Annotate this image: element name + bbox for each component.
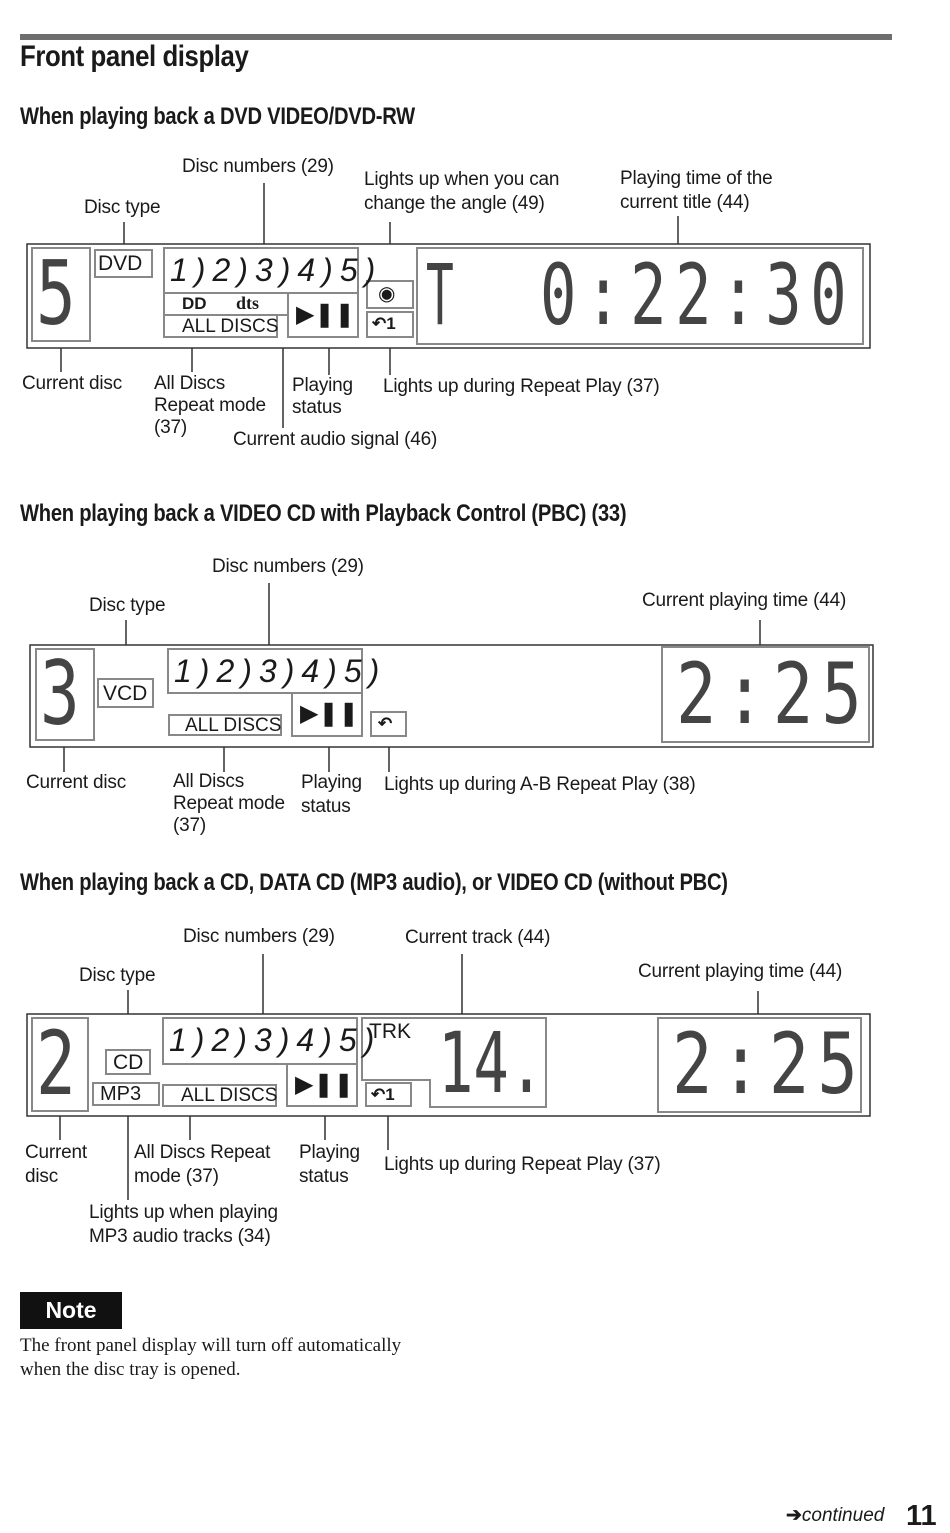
arrow-right-icon: ➔ xyxy=(786,1505,802,1526)
vcd-current-disc-digit: 3 xyxy=(40,642,80,745)
cd-all-discs-repeat-label: All Discs Repeat mode (37) xyxy=(134,1142,271,1187)
disc-number-4: 4 xyxy=(297,252,319,288)
cd-disc-type: CD xyxy=(113,1051,144,1074)
repeat-one-icon: ↶1 xyxy=(372,314,396,333)
cd-disc-type-label: Disc type xyxy=(79,965,156,986)
play-pause-icon: ▶❚❚ xyxy=(300,700,359,727)
top-rule xyxy=(20,34,892,40)
dvd-section-heading: When playing back a DVD VIDEO/DVD-RW xyxy=(20,103,415,130)
dolby-digital-icon: DD xyxy=(182,294,207,313)
disc-number-5: 5 xyxy=(343,653,365,689)
cd-front-panel xyxy=(26,954,871,1200)
cd-current-playing-time-label: Current playing time (44) xyxy=(638,961,843,982)
cd-disc-numbers: 1) 2) 3) 4) 5) xyxy=(169,1022,378,1058)
disc-number-5: 5 xyxy=(339,252,361,288)
dvd-current-disc-label: Current disc xyxy=(22,373,123,394)
disc-number-4: 4 xyxy=(296,1022,318,1058)
vcd-current-disc-label: Current disc xyxy=(26,772,127,793)
dvd-audio-signal-label: Current audio signal (46) xyxy=(233,429,438,450)
trk-indicator: TRK xyxy=(369,1020,411,1043)
page-number: 11 xyxy=(906,1500,937,1532)
disc-number-3: 3 xyxy=(258,653,280,689)
cd-playing-status-label: Playing status xyxy=(299,1142,360,1187)
dvd-disc-type: DVD xyxy=(98,252,143,275)
disc-number-1: 1 xyxy=(174,653,195,689)
repeat-one-icon: ↶1 xyxy=(371,1085,395,1104)
disc-number-2: 2 xyxy=(211,1022,233,1058)
continued-marker: ➔continued xyxy=(786,1504,884,1527)
angle-camera-icon: ◉ xyxy=(378,283,396,305)
cd-mp3-lights-label: Lights up when playing MP3 audio tracks … xyxy=(89,1202,278,1247)
dts-logo: dts xyxy=(236,293,260,313)
disc-number-3: 3 xyxy=(253,1022,275,1058)
vcd-all-discs-repeat-label: All Discs Repeat mode (37) xyxy=(173,771,285,836)
continued-text: continued xyxy=(801,1505,885,1526)
dvd-disc-numbers: 1) 2) 3) 4) 5) xyxy=(170,252,379,288)
dvd-front-panel xyxy=(26,183,871,428)
vcd-section-heading: When playing back a VIDEO CD with Playba… xyxy=(20,500,627,527)
dvd-repeat-play-label: Lights up during Repeat Play (37) xyxy=(383,376,660,397)
disc-number-2: 2 xyxy=(216,653,238,689)
cd-current-track: 14. xyxy=(438,1014,545,1112)
vcd-all-discs-indicator: ALL DISCS xyxy=(185,715,282,736)
vcd-disc-numbers: 1) 2) 3) 4) 5) xyxy=(174,653,383,689)
note-badge: Note xyxy=(20,1292,122,1329)
ab-repeat-icon: ↶ xyxy=(378,714,393,733)
dvd-disc-type-label: Disc type xyxy=(84,197,161,218)
dvd-disc-numbers-label: Disc numbers (29) xyxy=(182,156,334,177)
cd-disc-numbers-label: Disc numbers (29) xyxy=(183,926,335,947)
dvd-playing-time: 0:22:30 xyxy=(540,246,856,344)
vcd-front-panel xyxy=(29,583,874,772)
cd-repeat-play-label: Lights up during Repeat Play (37) xyxy=(384,1154,661,1175)
cd-current-track-label: Current track (44) xyxy=(405,927,551,948)
dvd-playing-status-label: Playing status xyxy=(292,375,353,418)
play-pause-icon: ▶❚❚ xyxy=(296,301,355,328)
disc-number-5: 5 xyxy=(338,1022,360,1058)
vcd-playing-status-label: Playing status xyxy=(301,772,362,817)
dvd-playing-time-label: Playing time of the current title (44) xyxy=(620,168,773,213)
page-title: Front panel display xyxy=(20,40,249,73)
disc-number-1: 1 xyxy=(169,1022,190,1058)
dvd-all-discs-repeat-label: All Discs Repeat mode (37) xyxy=(154,373,266,438)
disc-number-3: 3 xyxy=(254,252,276,288)
play-pause-icon: ▶❚❚ xyxy=(295,1071,354,1098)
cd-current-disc-label: Current disc xyxy=(25,1142,87,1187)
vcd-ab-repeat-label: Lights up during A-B Repeat Play (38) xyxy=(384,774,696,795)
cd-playing-time: 2:25 xyxy=(672,1015,866,1113)
cd-section-heading: When playing back a CD, DATA CD (MP3 aud… xyxy=(20,869,728,896)
vcd-disc-type-label: Disc type xyxy=(89,595,166,616)
cd-current-disc-digit: 2 xyxy=(36,1012,76,1115)
dvd-current-disc-digit: 5 xyxy=(36,242,76,345)
disc-number-4: 4 xyxy=(301,653,323,689)
disc-number-1: 1 xyxy=(170,252,191,288)
vcd-playing-time: 2:25 xyxy=(676,645,870,743)
dvd-title-mark: T xyxy=(426,246,454,344)
cd-all-discs-indicator: ALL DISCS xyxy=(181,1085,278,1106)
dvd-all-discs-indicator: ALL DISCS xyxy=(182,316,279,337)
dvd-angle-label: Lights up when you can change the angle … xyxy=(364,169,560,214)
vcd-current-playing-time-label: Current playing time (44) xyxy=(642,590,847,611)
disc-number-2: 2 xyxy=(212,252,234,288)
note-text: The front panel display will turn off au… xyxy=(20,1335,402,1380)
vcd-disc-numbers-label: Disc numbers (29) xyxy=(212,556,364,577)
vcd-disc-type: VCD xyxy=(103,682,148,705)
mp3-indicator: MP3 xyxy=(100,1083,142,1105)
